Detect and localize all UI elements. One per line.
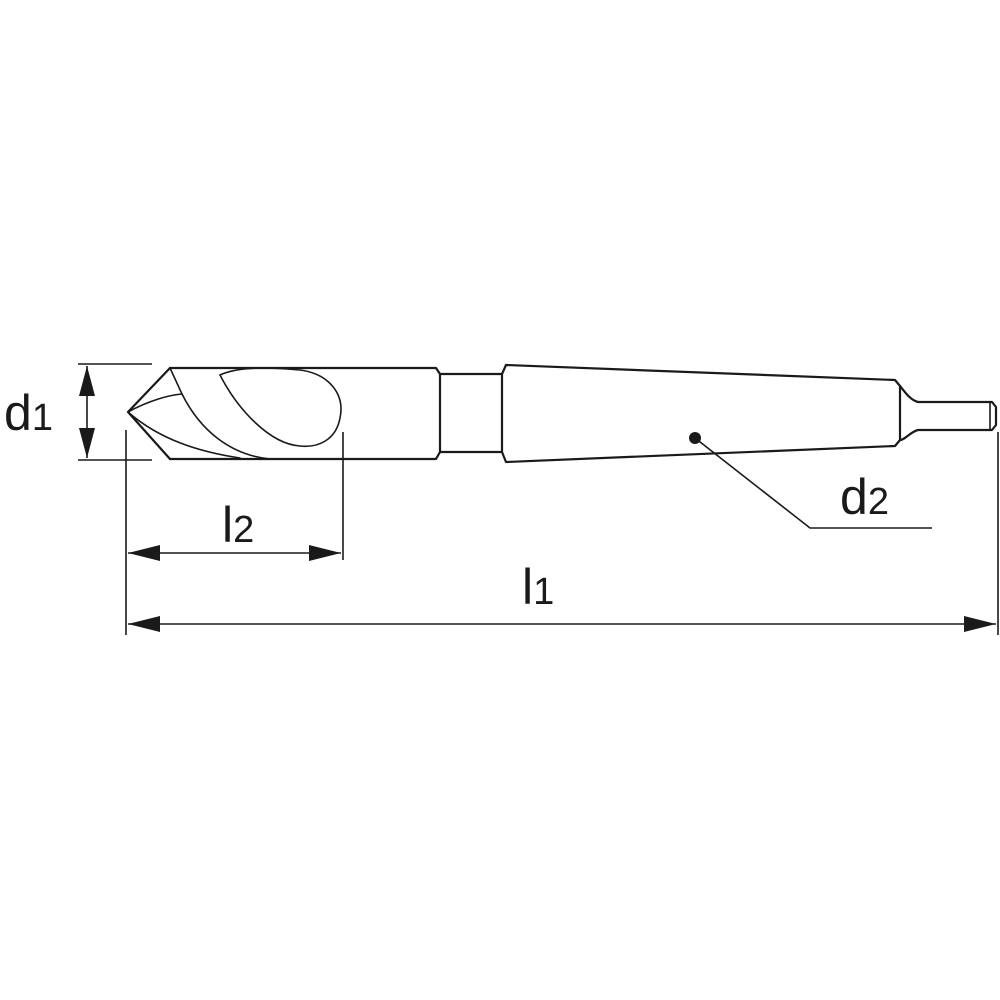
d1-label: d1 (4, 388, 53, 438)
l2-label-sub: 2 (233, 509, 255, 551)
l1-label-main: l (522, 559, 534, 615)
d1-arrow-bottom (79, 428, 95, 458)
d2-label: d2 (840, 472, 889, 522)
l2-label-main: l (222, 497, 234, 553)
d1-label-sub: 1 (31, 397, 53, 439)
tip-cutting-edge (127, 367, 184, 413)
d2-leader-line (694, 437, 932, 529)
tang (898, 384, 998, 442)
taper-shank (500, 363, 902, 464)
l1-dimension (128, 432, 999, 635)
flute-helix-2 (127, 411, 241, 459)
l2-arrow-right (309, 545, 341, 561)
drill-tip (126, 366, 172, 461)
l2-label: l2 (222, 500, 254, 550)
l1-arrow-left (128, 616, 160, 632)
l1-label-sub: 1 (533, 571, 555, 613)
l2-arrow-left (128, 545, 160, 561)
flute-helix-1 (181, 393, 271, 460)
d2-label-sub: 2 (867, 481, 889, 523)
d1-dimension (78, 363, 152, 461)
d1-label-main: d (4, 385, 32, 441)
d1-arrow-top (79, 366, 95, 396)
l2-dimension (125, 430, 344, 635)
flute-outline (168, 366, 442, 461)
d2-label-main: d (840, 469, 868, 525)
l1-arrow-right (964, 616, 996, 632)
drill-body (126, 363, 998, 464)
l1-label: l1 (522, 562, 554, 612)
d2-leader (689, 432, 932, 529)
neck (438, 372, 504, 454)
flute-helix-3 (218, 367, 342, 448)
